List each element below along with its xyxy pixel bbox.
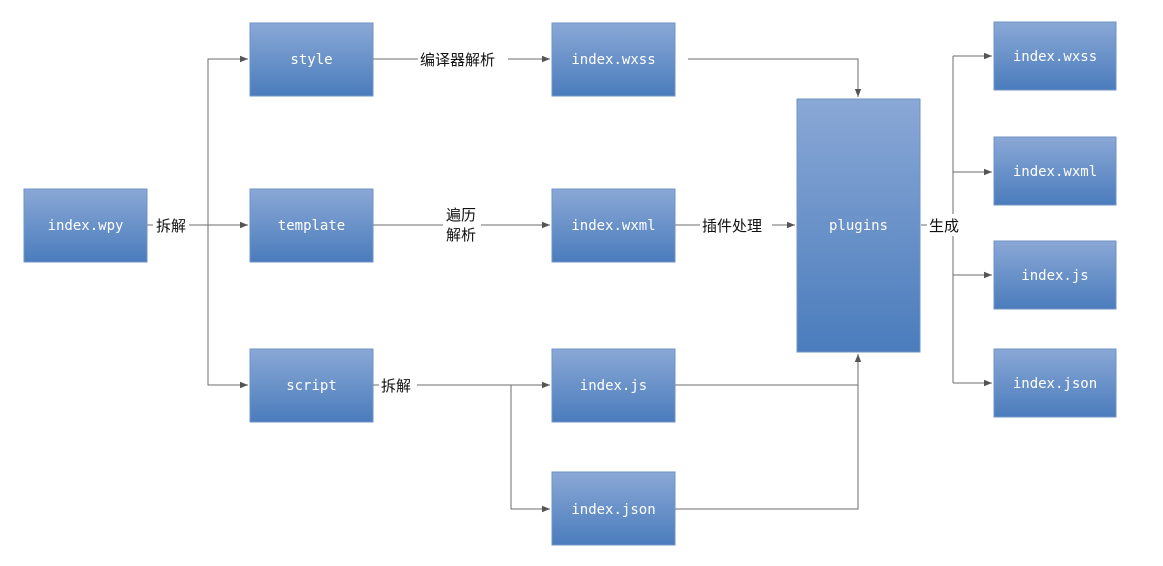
node-template: template [249,188,374,263]
node-index-wpy: index.wpy [23,188,148,263]
edge-wxss-to-plugins [688,58,862,97]
edge-labels: 拆解 编译器解析 遍历 解析 插件处理 拆解 生成 [153,48,965,396]
node-out-index-wxml: index.wxml [993,136,1117,206]
node-out-index-js: index.js [993,240,1117,310]
label-split-script: 拆解 [381,377,411,395]
label-plugin-process: 插件处理 [702,217,762,235]
label-traverse-2: 解析 [446,226,476,244]
svg-text:plugins: plugins [829,218,888,234]
label-generate: 生成 [929,217,959,235]
svg-text:index.js: index.js [580,378,647,394]
svg-text:style: style [290,52,332,68]
node-index-js: index.js [551,348,676,423]
label-compile: 编译器解析 [420,51,495,69]
node-out-index-json: index.json [993,348,1117,418]
node-index-json: index.json [551,471,676,546]
node-script: script [249,348,374,423]
nodes: index.wpy style template script index.wx… [23,21,1117,546]
svg-text:template: template [278,218,345,234]
edge-js-to-plugins [675,354,862,386]
node-plugins: plugins [796,98,921,353]
svg-text:index.wxml: index.wxml [1013,164,1097,180]
svg-text:index.js: index.js [1021,268,1088,284]
node-index-wxss: index.wxss [551,22,676,97]
svg-text:script: script [286,378,337,394]
svg-text:index.json: index.json [1013,376,1097,392]
svg-text:index.wxml: index.wxml [571,218,655,234]
label-split-wpy: 拆解 [156,217,186,235]
svg-text:index.wxss: index.wxss [571,52,655,68]
svg-text:index.wpy: index.wpy [48,218,124,234]
svg-text:index.wxss: index.wxss [1013,49,1097,65]
svg-text:index.json: index.json [571,502,655,518]
edge-script-to-json [510,385,550,513]
edge-json-to-plugins [675,385,859,510]
node-style: style [249,22,374,97]
edge-split-to-script [207,225,248,389]
label-traverse-1: 遍历 [446,206,476,224]
node-out-index-wxss: index.wxss [993,21,1117,91]
node-index-wxml: index.wxml [551,188,676,263]
edge-split-to-style [207,55,248,225]
